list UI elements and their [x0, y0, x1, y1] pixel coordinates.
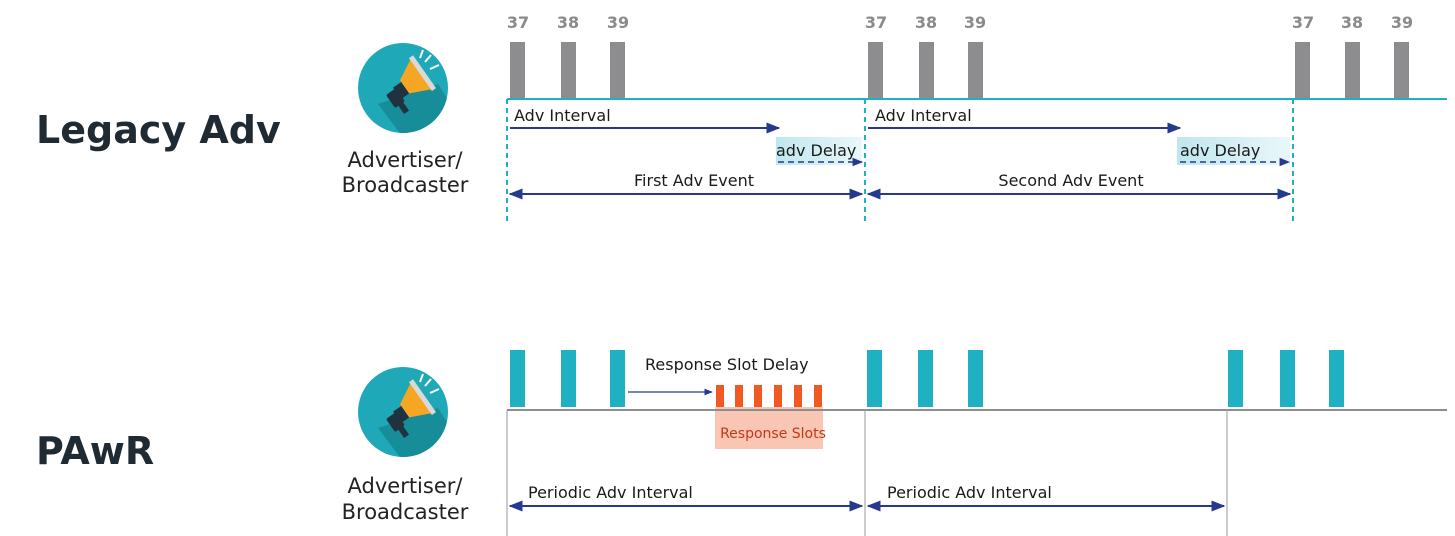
response-slots-area: [715, 407, 823, 449]
legacy-role-line2: Broadcaster: [342, 173, 469, 197]
adv-packet: [868, 42, 883, 99]
legacy-role-line1: Advertiser/: [348, 148, 464, 172]
periodic-adv-packet: [867, 350, 882, 407]
periodic-adv-packet: [510, 350, 525, 407]
first-adv-event-label: First Adv Event: [634, 171, 754, 190]
response-slot: [774, 385, 782, 407]
response-slot: [754, 385, 762, 407]
periodic-adv-packet: [1280, 350, 1295, 407]
legacy-packets: [510, 42, 1409, 99]
legacy-channel-labels: 37 38 39 37 38 39 37 38 39: [507, 13, 1413, 32]
periodic-adv-packet: [968, 350, 983, 407]
megaphone-icon: [358, 43, 448, 133]
channel-label: 39: [1391, 13, 1413, 32]
adv-packet: [1394, 42, 1409, 99]
pawr-packets: [510, 350, 1344, 407]
channel-label: 38: [557, 13, 579, 32]
response-slots-label: Response Slots: [720, 426, 826, 442]
adv-packet: [968, 42, 983, 99]
legacy-adv-title: Legacy Adv: [36, 108, 281, 152]
adv-delay-label: adv Delay: [776, 141, 856, 160]
periodic-adv-packet: [918, 350, 933, 407]
second-adv-event-label: Second Adv Event: [998, 171, 1143, 190]
adv-delay-label: adv Delay: [1180, 141, 1260, 160]
legacy-event-boundaries: [506, 99, 1294, 222]
megaphone-icon: [358, 367, 448, 457]
adv-packet: [510, 42, 525, 99]
pawr-role-line1: Advertiser/: [348, 474, 464, 498]
periodic-adv-interval-label: Periodic Adv Interval: [528, 483, 693, 502]
periodic-adv-packet: [1228, 350, 1243, 407]
channel-label: 38: [915, 13, 937, 32]
channel-label: 37: [865, 13, 887, 32]
channel-label: 38: [1341, 13, 1363, 32]
response-slot: [794, 385, 802, 407]
adv-packet: [919, 42, 934, 99]
channel-label: 39: [964, 13, 986, 32]
adv-packet: [1345, 42, 1360, 99]
adv-packet: [610, 42, 625, 99]
adv-packet: [1295, 42, 1310, 99]
periodic-adv-packet: [610, 350, 625, 407]
adv-interval-label: Adv Interval: [514, 106, 611, 125]
response-slot-delay-label: Response Slot Delay: [645, 355, 809, 374]
pawr-interval-boundaries: [506, 410, 1228, 536]
adv-packet: [561, 42, 576, 99]
periodic-adv-packet: [1329, 350, 1344, 407]
adv-delay-shade: [1177, 137, 1290, 165]
response-slots: [716, 385, 822, 407]
response-slot: [716, 385, 724, 407]
channel-label: 39: [607, 13, 629, 32]
periodic-adv-interval-label: Periodic Adv Interval: [887, 483, 1052, 502]
adv-interval-label: Adv Interval: [875, 106, 972, 125]
pawr-title: PAwR: [36, 429, 154, 473]
adv-delay-shade: [776, 137, 862, 165]
response-slot: [814, 385, 822, 407]
channel-label: 37: [1292, 13, 1314, 32]
response-slot: [735, 385, 743, 407]
periodic-adv-packet: [561, 350, 576, 407]
channel-label: 37: [507, 13, 529, 32]
pawr-role-line2: Broadcaster: [342, 500, 469, 524]
